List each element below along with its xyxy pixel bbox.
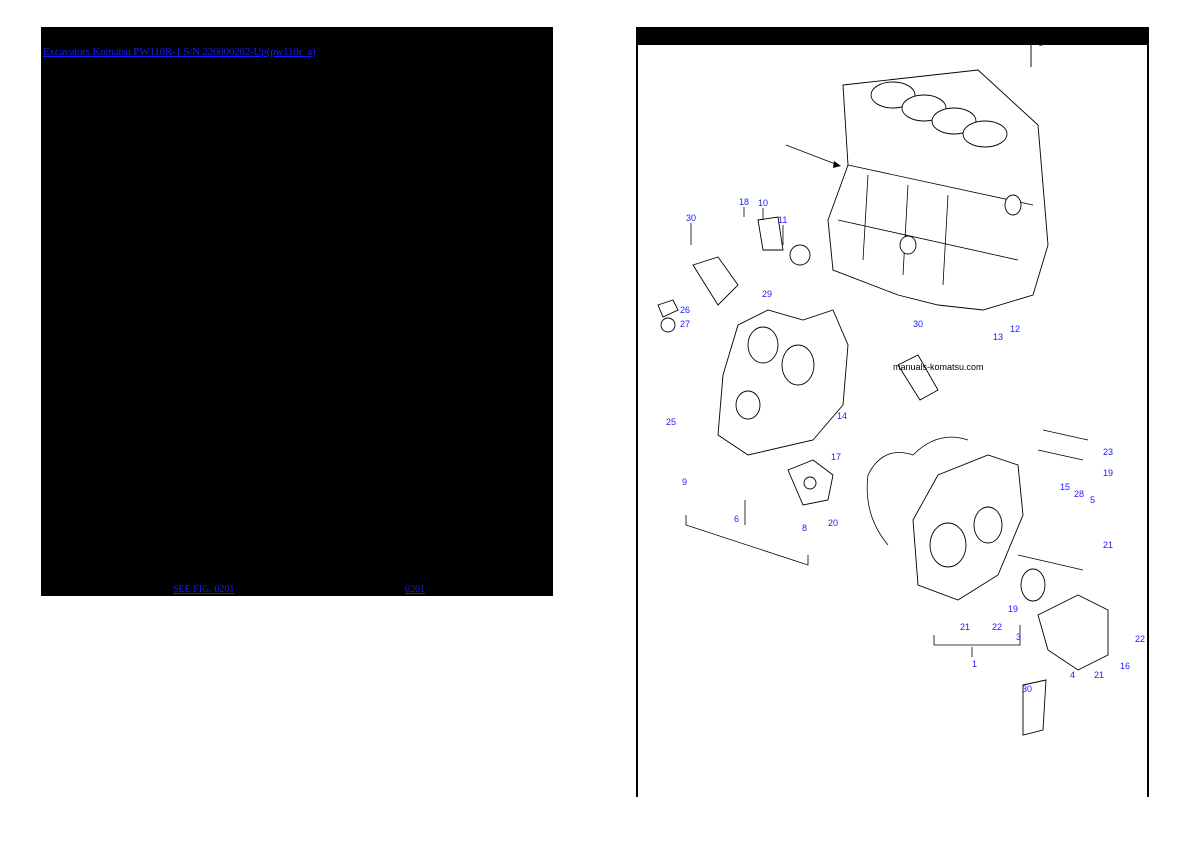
callout-30-top[interactable]: 30 xyxy=(686,213,696,223)
callout-6[interactable]: 6 xyxy=(734,514,739,524)
front-cover-drawing xyxy=(657,216,849,506)
corner-mark: •-3 xyxy=(1034,41,1043,48)
callout-11[interactable]: 11 xyxy=(778,215,787,225)
callout-8[interactable]: 8 xyxy=(802,523,807,533)
callout-18[interactable]: 18 xyxy=(739,197,749,207)
exploded-parts-diagram: 30 18 10 11 29 26 27 25 14 17 9 6 8 20 1… xyxy=(657,69,1145,736)
callout-17[interactable]: 17 xyxy=(831,452,841,462)
callout-16[interactable]: 16 xyxy=(1120,661,1130,671)
callout-25[interactable]: 25 xyxy=(666,417,676,427)
callout-9[interactable]: 9 xyxy=(682,477,687,487)
callout-23[interactable]: 23 xyxy=(1103,447,1113,457)
callout-28[interactable]: 28 xyxy=(1074,489,1084,499)
callout-27[interactable]: 27 xyxy=(680,319,690,329)
header-divider xyxy=(1030,45,1032,67)
callout-10[interactable]: 10 xyxy=(758,198,768,208)
watermark-text: manuals-komatsu.com xyxy=(893,362,984,372)
see-figure-link[interactable]: SEE FIG. 0201 xyxy=(173,584,235,595)
leader-lines xyxy=(685,207,1021,657)
callout-14[interactable]: 14 xyxy=(837,411,847,421)
callout-21-bottom[interactable]: 21 xyxy=(1094,670,1104,680)
catalog-title-link[interactable]: Excavators Komatsu PW110R-1 S/N 22600028… xyxy=(43,46,316,58)
parts-diagram-panel: •-3 xyxy=(636,27,1149,797)
callout-21-left[interactable]: 21 xyxy=(960,622,970,632)
callout-30-mid[interactable]: 30 xyxy=(913,319,923,329)
callout-20[interactable]: 20 xyxy=(828,518,838,528)
callout-19[interactable]: 19 xyxy=(1103,468,1113,478)
cylinder-block-drawing xyxy=(785,69,1049,311)
callout-22-edge[interactable]: 22 xyxy=(1135,634,1145,644)
parts-catalog-panel: Excavators Komatsu PW110R-1 S/N 22600028… xyxy=(41,27,553,596)
callout-29[interactable]: 29 xyxy=(762,289,772,299)
callout-19-lower[interactable]: 19 xyxy=(1008,604,1018,614)
callout-22[interactable]: 22 xyxy=(992,622,1002,632)
callout-12[interactable]: 12 xyxy=(1010,324,1020,334)
callout-5[interactable]: 5 xyxy=(1090,495,1095,505)
callout-15[interactable]: 15 xyxy=(1060,482,1070,492)
diagram-header-bar xyxy=(638,27,1147,45)
callout-4[interactable]: 4 xyxy=(1070,670,1075,680)
callout-21-right[interactable]: 21 xyxy=(1103,540,1113,550)
callout-1[interactable]: 1 xyxy=(972,659,977,669)
callout-26[interactable]: 26 xyxy=(680,305,690,315)
flywheel-housing-drawing xyxy=(866,354,1109,736)
callout-13[interactable]: 13 xyxy=(993,332,1003,342)
callout-30-bottom[interactable]: 30 xyxy=(1022,684,1032,694)
figure-page-link[interactable]: 0201 xyxy=(405,584,425,595)
callout-3[interactable]: 3 xyxy=(1016,632,1021,642)
